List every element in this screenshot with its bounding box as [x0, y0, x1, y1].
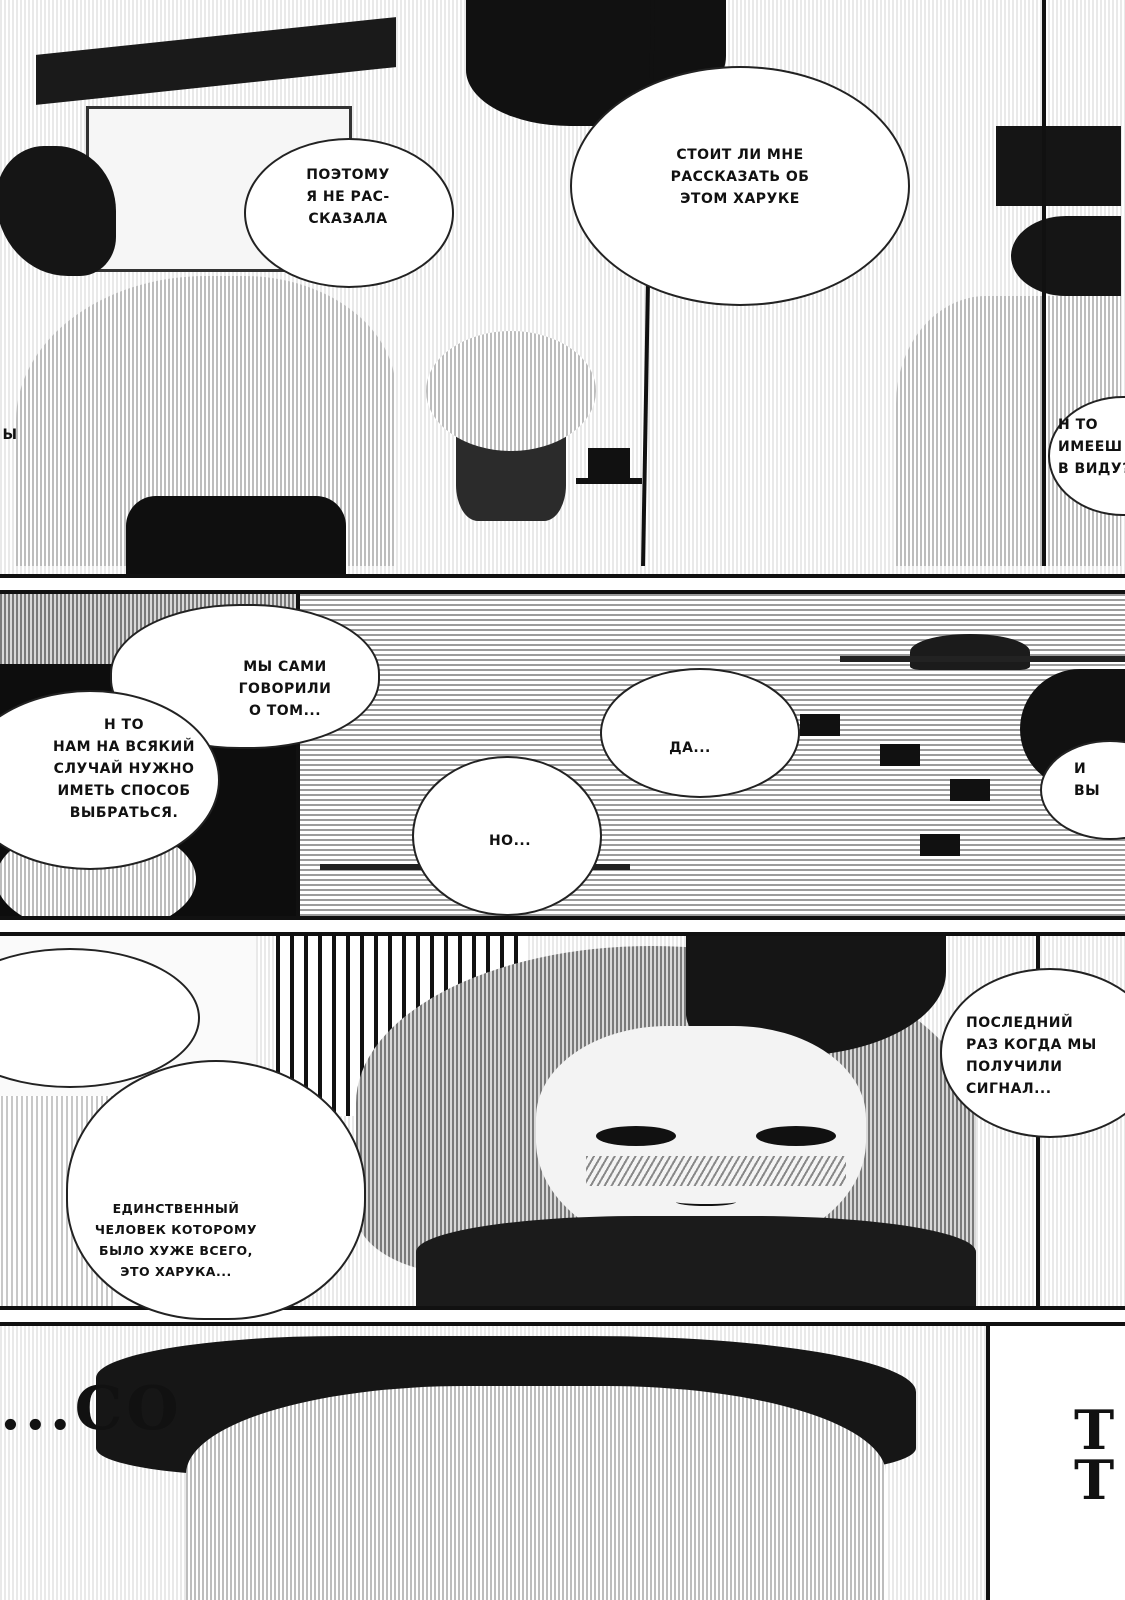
speech-text: МЫ САМИ ГОВОРИЛИ О ТОМ... [238, 659, 332, 719]
speech-bubble-2 [570, 66, 910, 306]
stair-step [950, 779, 990, 801]
character-left-hair [0, 146, 116, 276]
inner-border-right [1042, 0, 1046, 566]
speech-bubble-7 [412, 756, 602, 916]
top-hat-brim [576, 478, 642, 484]
panel-1: ПОЭТОМУ Я НЕ РАС- СКАЗАЛА СТОИТ ЛИ МНЕ Р… [0, 0, 1125, 578]
collar [416, 1216, 976, 1306]
eye-left [596, 1126, 676, 1146]
sound-effect: ...СО [0, 1374, 183, 1444]
speech-text: ПОЭТОМУ Я НЕ РАС- СКАЗАЛА [306, 167, 390, 227]
speech-text-cut: И ВЫ [1074, 761, 1101, 799]
character-right-hair [1011, 216, 1121, 296]
speech-bubble-11 [940, 968, 1125, 1138]
top-hat [588, 448, 630, 480]
eye-right [756, 1126, 836, 1146]
speech-text: ДА... [669, 740, 711, 756]
railing [840, 656, 1125, 662]
right-white-panel [986, 1326, 1125, 1600]
small-figure-hair [426, 331, 596, 451]
blush [586, 1156, 846, 1186]
speech-text: ЕДИНСТВЕННЫЙ ЧЕЛОВЕК КОТОРОМУ БЫЛО ХУЖЕ … [94, 1201, 258, 1279]
speech-bubble-10 [66, 1060, 366, 1320]
dark-skirt [126, 496, 346, 574]
speech-bubble-6 [600, 668, 800, 798]
right-window [996, 126, 1121, 206]
character-face [186, 1386, 886, 1600]
stair-step [800, 714, 840, 736]
speech-text: НО... [488, 833, 532, 849]
sound-effect-edge: Т [1074, 1398, 1115, 1462]
speech-text: СТОИТ ЛИ МНЕ РАССКАЗАТЬ ОБ ЭТОМ ХАРУКЕ [670, 147, 810, 207]
speech-bubble-1 [244, 138, 454, 288]
dark-cap [910, 634, 1030, 670]
speech-text: ПОСЛЕДНИЙ РАЗ КОГДА МЫ ПОЛУЧИЛИ СИГНАЛ..… [966, 1015, 1097, 1097]
stair-step [920, 834, 960, 856]
sound-effect-edge: Т [1074, 1448, 1115, 1512]
panel-4 [0, 1322, 1125, 1600]
stair-step [880, 744, 920, 766]
speech-text-cut: Н ТО ИМЕЕШ В ВИДУ? [1058, 417, 1125, 477]
speech-text: Н ТО НАМ НА ВСЯКИЙ СЛУЧАЙ НУЖНО ИМЕТЬ СП… [53, 717, 195, 821]
window-frame [36, 17, 396, 105]
mouth [676, 1198, 736, 1206]
speech-text-cut: Ы [2, 427, 18, 443]
